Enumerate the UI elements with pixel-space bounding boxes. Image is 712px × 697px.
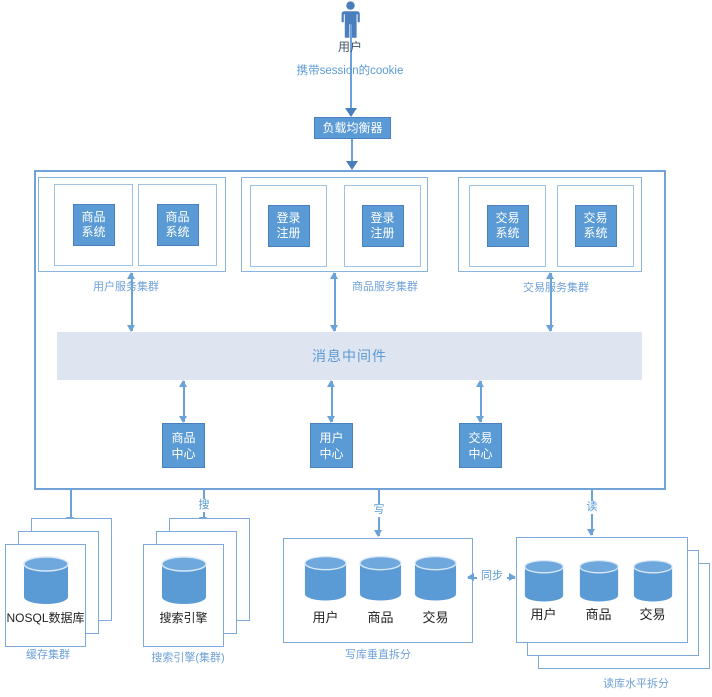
write-shard-trade: 交易 [422,610,449,625]
arrowhead-into-services [346,161,358,170]
arrow-lb-to-services [351,139,353,162]
database-cylinder-icon [579,559,619,602]
cluster-user-services: 商品 系统 商品 系统 [38,177,226,272]
database-cylinder-icon [633,559,673,602]
cluster-trade-services: 交易 系统 交易 系统 [458,177,642,272]
cache-db-name: NOSQL数据库 [6,611,85,625]
arrow-cluster3-middleware [546,272,554,332]
cluster-node-frame: 交易 系统 [557,185,634,267]
write-caption: 写库垂直拆分 [345,649,411,661]
center-node-product: 商品 中心 [162,423,205,468]
cluster-label-user-services: 用户服务集群 [93,281,159,293]
service-node: 商品 系统 [72,204,115,246]
service-node: 交易 系统 [574,205,617,247]
cluster-node-frame: 交易 系统 [469,185,546,267]
write-shard-user: 用户 [312,610,339,625]
write-shard-product: 商品 [367,610,394,625]
search-caption: 搜索引擎(集群) [151,652,225,664]
cluster-label-product-services: 商品服务集群 [352,281,418,293]
session-cookie-label: 携带session的cookie [296,65,404,77]
arrow-middleware-center2 [327,380,335,423]
database-cylinder-icon [304,555,347,601]
services-container [34,170,666,490]
center-node-user: 用户 中心 [310,423,353,468]
search-db-name: 搜索引擎 [159,611,208,625]
cluster-node-frame: 登录 注册 [344,185,421,267]
service-node: 登录 注册 [361,205,404,247]
arrowhead-into-lb [345,108,357,117]
arrow-user-to-lb [350,16,352,108]
database-cylinder-icon [23,556,69,604]
read-shard-user: 用户 [530,607,557,622]
cluster-product-services: 登录 注册 登录 注册 [241,177,428,272]
service-node: 商品 系统 [156,204,199,246]
database-cylinder-icon [524,559,564,602]
flow-label-write: 写 [371,504,387,517]
flow-label-sync: 同步 [477,570,507,583]
read-shard-product: 商品 [585,607,612,622]
cache-caption: 缓存集群 [26,649,70,661]
arrow-middleware-center3 [476,380,484,423]
center-node-trade: 交易 中心 [459,423,502,468]
arrow-middleware-center1 [179,380,187,423]
flow-label-search: 搜 [196,499,212,512]
read-caption: 读库水平拆分 [603,678,669,690]
cluster-node-frame: 登录 注册 [250,185,327,267]
read-shard-trade: 交易 [639,607,666,622]
database-cylinder-icon [414,555,457,601]
middleware-bar: 消息中间件 [57,332,642,380]
arrow-cluster2-middleware [330,272,338,332]
database-cylinder-icon [161,556,207,604]
cluster-node-frame: 商品 系统 [138,184,217,266]
cluster-node-frame: 商品 系统 [54,184,133,266]
database-cylinder-icon [359,555,402,601]
arrow-cluster1-middleware [127,272,135,332]
load-balancer-node: 负载均衡器 [314,117,391,139]
cluster-label-trade-services: 交易服务集群 [523,282,589,294]
service-node: 交易 系统 [486,205,529,247]
user-icon [341,1,360,38]
service-node: 登录 注册 [267,205,310,247]
user-label: 用户 [337,40,362,54]
flow-label-read: 读 [584,501,600,514]
